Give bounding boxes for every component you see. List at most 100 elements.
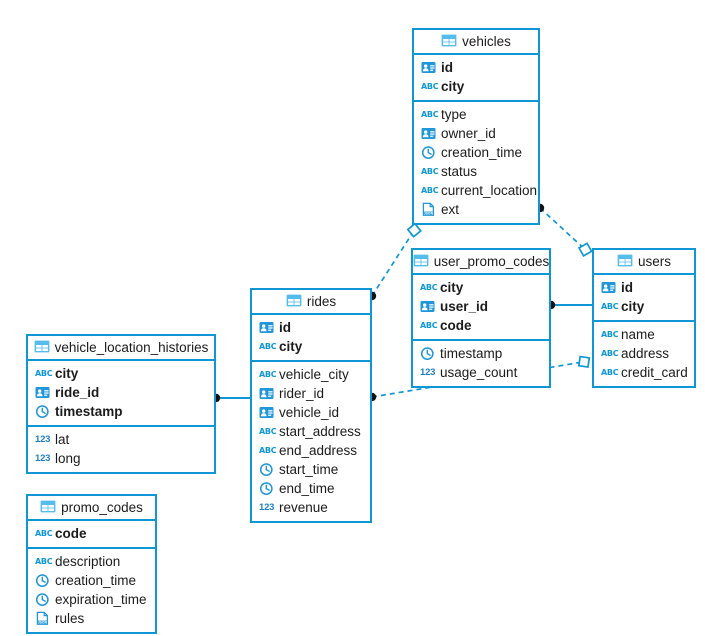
field-row-promo_codes-creation_time[interactable]: creation_time	[28, 571, 155, 590]
abc-string-icon: ABC	[35, 529, 53, 538]
relationship-vehicle_location_histories-to-rides[interactable]	[211, 393, 250, 403]
field-row-promo_codes-expiration_time[interactable]: expiration_time	[28, 590, 155, 609]
field-label: id	[279, 319, 291, 335]
entity-header-user_promo_codes[interactable]: user_promo_codes	[413, 250, 549, 275]
table-icon	[617, 254, 633, 269]
entity-header-rides[interactable]: rides	[252, 290, 370, 315]
field-label: usage_count	[440, 364, 518, 380]
abc-string-icon: ABC	[421, 82, 439, 91]
json-icon: JSON	[421, 202, 436, 217]
field-row-users-id[interactable]: id	[594, 278, 694, 297]
edge-line	[539, 207, 590, 254]
abc-string-icon: ABC	[420, 321, 438, 330]
field-label: city	[279, 338, 303, 354]
relationship-user_promo_codes-to-users[interactable]	[546, 300, 592, 310]
edge-hollow-socket-marker	[406, 222, 422, 238]
field-row-rides-id[interactable]: id	[252, 318, 370, 337]
key-badge-icon	[259, 320, 274, 335]
field-label: creation_time	[441, 144, 523, 160]
field-row-vehicles-creation_time[interactable]: creation_time	[414, 143, 538, 162]
field-label: start_time	[279, 461, 339, 477]
field-label: rules	[55, 610, 85, 626]
entity-header-vehicles[interactable]: vehicles	[414, 30, 538, 55]
field-label: city	[621, 298, 645, 314]
number-icon: 123	[35, 434, 51, 445]
field-label: lat	[55, 431, 70, 447]
field-label: owner_id	[441, 125, 496, 141]
key-badge-icon	[421, 60, 436, 75]
entity-header-users[interactable]: users	[594, 250, 694, 275]
field-label: end_time	[279, 480, 335, 496]
svg-text:JSON: JSON	[38, 621, 48, 625]
field-label: description	[55, 553, 121, 569]
table-icon	[34, 340, 49, 355]
field-label: start_address	[279, 423, 361, 439]
field-row-rides-vehicle_id[interactable]: vehicle_id	[252, 403, 370, 422]
abc-string-icon: ABC	[259, 446, 277, 455]
field-label: vehicle_id	[279, 404, 340, 420]
field-row-vehicle_location_histories-timestamp[interactable]: timestamp	[28, 402, 214, 421]
abc-string-icon: ABC	[420, 283, 438, 292]
field-row-rides-rider_id[interactable]: rider_id	[252, 384, 370, 403]
abc-string-icon: ABC	[421, 110, 439, 119]
field-row-rides-start_time[interactable]: start_time	[252, 460, 370, 479]
field-label: city	[440, 279, 464, 295]
abc-string-icon: ABC	[601, 330, 619, 339]
edge-hollow-socket-marker	[577, 355, 591, 369]
field-label: ride_id	[55, 384, 100, 400]
field-row-rides-end_time[interactable]: end_time	[252, 479, 370, 498]
key-badge-icon	[421, 126, 436, 141]
abc-string-icon: ABC	[421, 186, 439, 195]
field-label: city	[55, 365, 79, 381]
field-label: id	[621, 279, 633, 295]
field-label: creation_time	[55, 572, 137, 588]
key-badge-icon	[259, 405, 274, 420]
field-row-vehicles-id[interactable]: id	[414, 58, 538, 77]
field-row-user_promo_codes-user_id[interactable]: user_id	[413, 297, 549, 316]
field-row-vehicles-owner_id[interactable]: owner_id	[414, 124, 538, 143]
entity-header-vehicle_location_histories[interactable]: vehicle_location_histories	[28, 336, 214, 361]
field-row-vehicle_location_histories-ride_id[interactable]: ride_id	[28, 383, 214, 402]
field-row-user_promo_codes-timestamp[interactable]: timestamp	[413, 344, 549, 363]
field-row-vehicle_location_histories-lat[interactable]: 123 lat	[28, 430, 214, 449]
entity-header-promo_codes[interactable]: promo_codes	[28, 496, 155, 521]
entity-title: users	[637, 253, 671, 269]
field-row-promo_codes-rules[interactable]: JSON rules	[28, 609, 155, 628]
abc-string-icon: ABC	[421, 167, 439, 176]
